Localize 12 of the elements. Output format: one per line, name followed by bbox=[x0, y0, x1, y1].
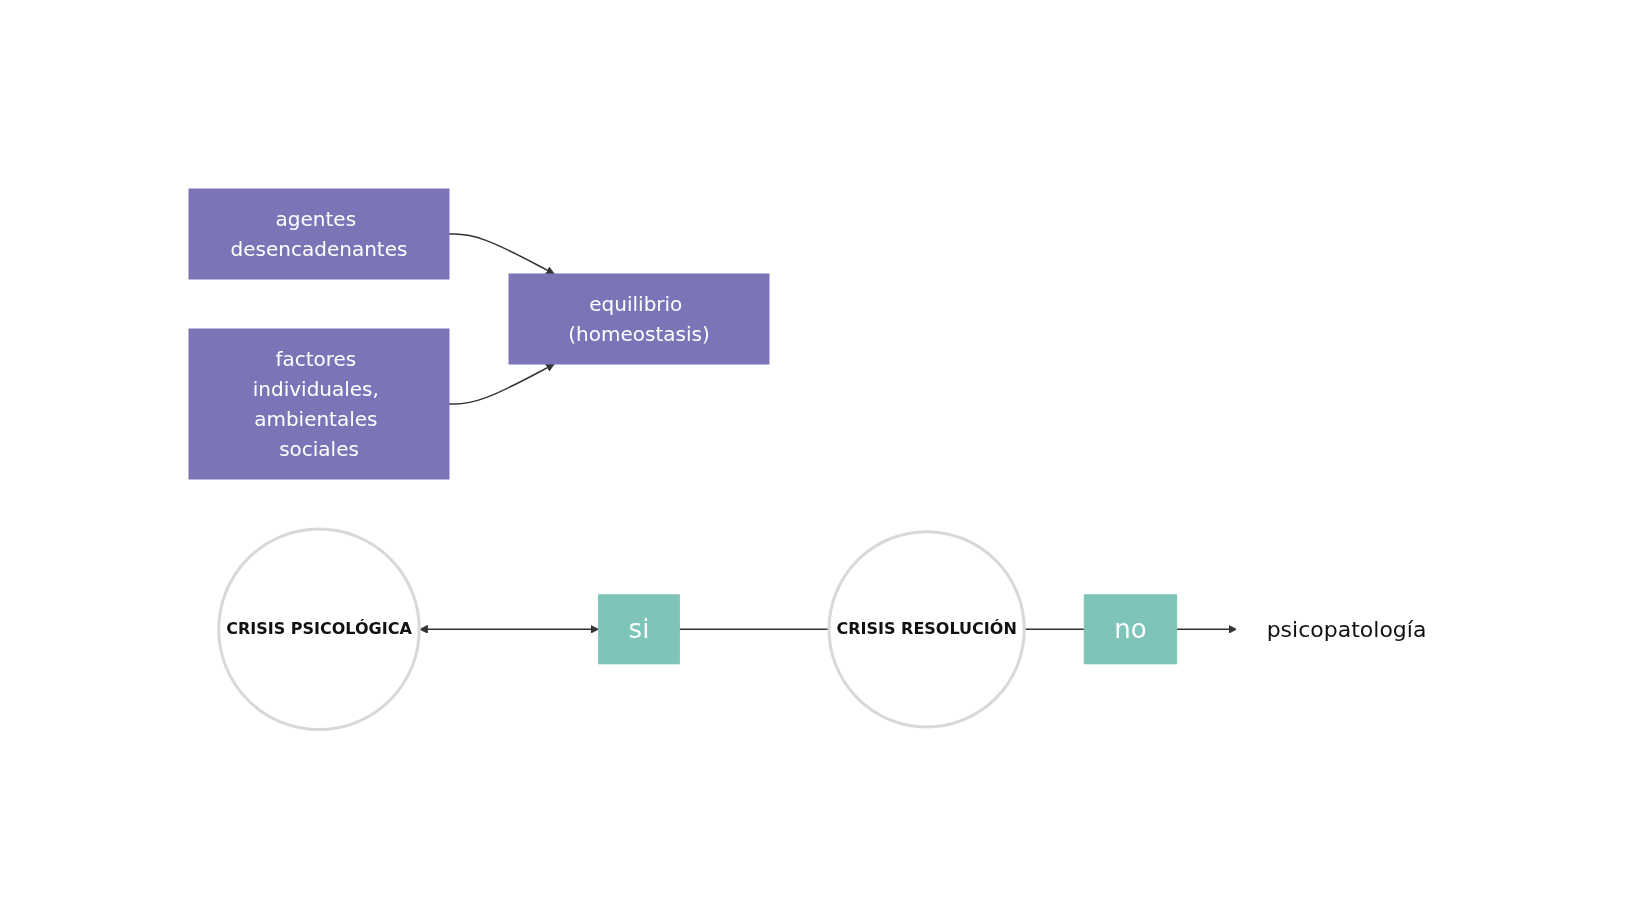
arrow bbox=[448, 233, 555, 275]
arrow bbox=[448, 363, 555, 405]
node-box: agentes desencadenantes bbox=[188, 188, 450, 280]
node-box: si bbox=[598, 594, 681, 665]
node-circle: CRISIS PSICOLÓGICA bbox=[217, 527, 422, 732]
node-box: factores individuales, ambientales sociales bbox=[188, 328, 450, 480]
arrow bbox=[419, 625, 600, 634]
node-circle: CRISIS RESOLUCIÓN bbox=[827, 530, 1027, 729]
arrow bbox=[1176, 625, 1238, 634]
node-box: equilibrio (homeostasis) bbox=[508, 273, 770, 365]
node-box: no bbox=[1084, 594, 1178, 665]
node-text: psicopatología bbox=[1266, 616, 1427, 642]
